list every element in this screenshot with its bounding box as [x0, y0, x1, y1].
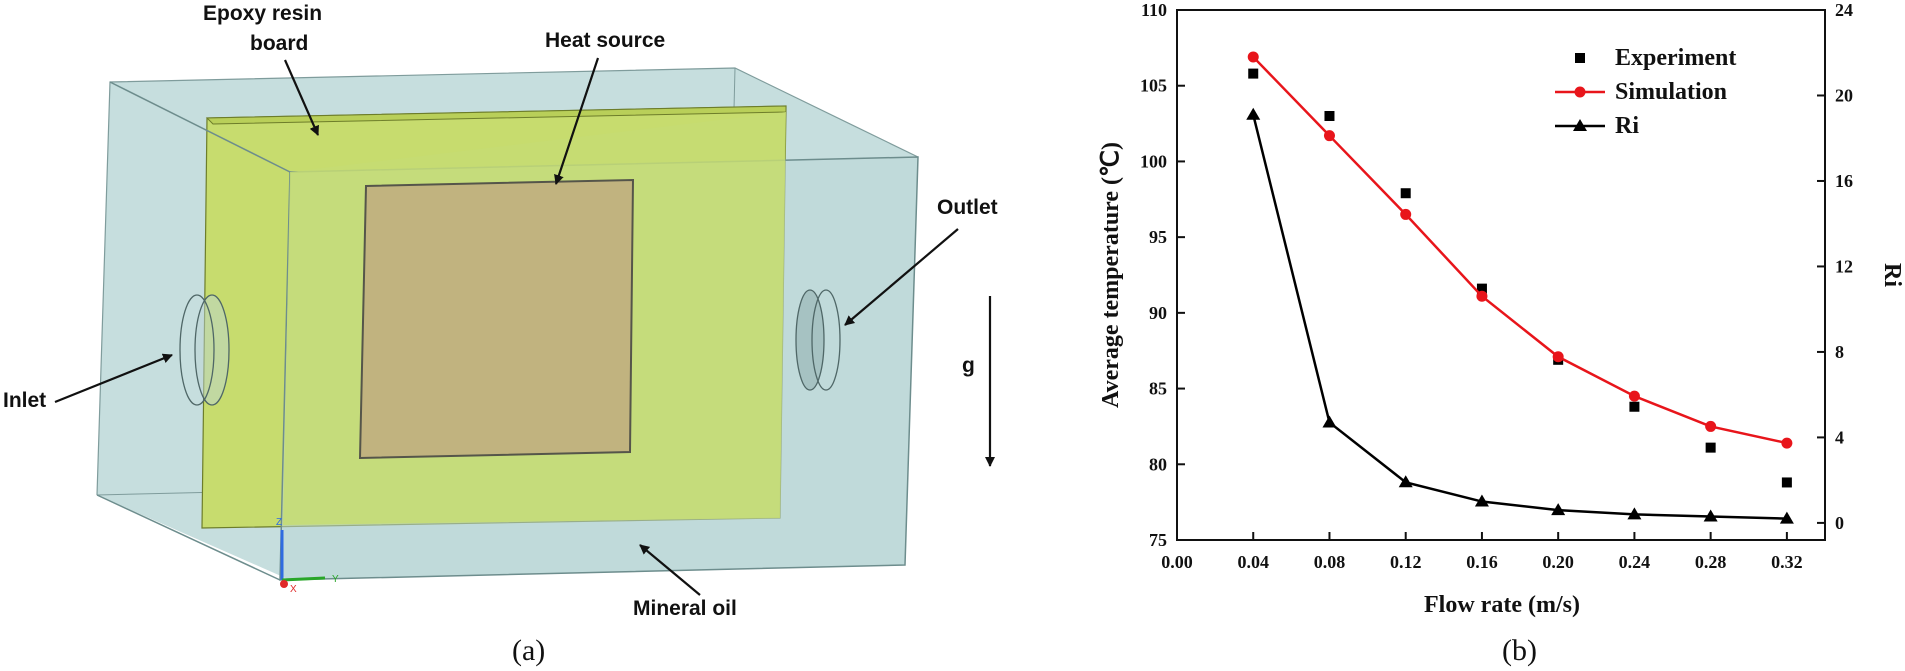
experiment-point [1476, 283, 1487, 294]
x-tick-label: 0.04 [1237, 552, 1269, 572]
enclosure-top-edge [109, 81, 291, 173]
experiment-point [1248, 68, 1259, 79]
simulation-point [1628, 390, 1640, 402]
enclosure-bottom-left-edge [96, 494, 281, 581]
y2-tick-label: 16 [1835, 171, 1853, 191]
arrow-epoxy [283, 59, 320, 136]
y-tick-label: 85 [1149, 379, 1167, 399]
experiment-point [1629, 401, 1640, 412]
ri-line [1252, 114, 1787, 520]
y2-tick-label: 24 [1835, 0, 1853, 20]
legend-ri-label: Ri [1615, 113, 1639, 139]
ri-point [1322, 415, 1337, 428]
x-axis-label: Flow rate (m/s) [1424, 592, 1580, 618]
y-axis-label: Average temperature (℃) [1098, 142, 1124, 408]
caption-b: (b) [1502, 634, 1537, 667]
label-mineral-oil: Mineral oil [633, 597, 737, 620]
y-tick-label: 90 [1149, 303, 1167, 323]
experiment-point [1324, 111, 1335, 121]
y-tick-label: 80 [1149, 454, 1167, 474]
y-tick-label: 75 [1149, 530, 1167, 550]
y-tick-label: 100 [1140, 151, 1167, 171]
arrow-outlet [844, 228, 959, 326]
legend-experiment-label: Experiment [1615, 45, 1736, 71]
outlet-pipe [795, 289, 841, 391]
y2-tick-label: 20 [1835, 85, 1853, 105]
ri-point [1627, 507, 1642, 520]
legend-experiment-marker [1575, 53, 1585, 63]
ri-point [1398, 475, 1413, 488]
x-tick-label: 0.08 [1314, 552, 1346, 572]
simulation-point [1476, 290, 1488, 302]
y2-tick-label: 8 [1835, 342, 1844, 362]
label-epoxy-line2: board [250, 32, 308, 55]
arrow-inlet [54, 353, 173, 404]
label-inlet: Inlet [3, 389, 46, 412]
ri-point [1474, 494, 1489, 507]
x-tick-label: 0.24 [1619, 552, 1651, 572]
panel-a-schematic: Z Y X Epoxy resin board Heat source Outl… [3, 2, 998, 667]
y-tick-label: 110 [1141, 0, 1167, 20]
ri-point [1779, 511, 1794, 524]
ri-point [1246, 107, 1261, 120]
experiment-point [1705, 442, 1716, 453]
heat-source-plate [358, 178, 635, 460]
label-epoxy-line1: Epoxy resin [203, 2, 322, 25]
inlet-pipe [179, 294, 230, 406]
caption-a: (a) [512, 634, 545, 667]
triad-y-label: Y [332, 574, 339, 585]
triad-x-label: X [290, 584, 297, 595]
arrow-mineral-oil [639, 544, 701, 596]
y-tick-label: 95 [1149, 227, 1167, 247]
simulation-line [1252, 56, 1788, 445]
legend-ri-marker [1573, 119, 1587, 131]
ri-point [1703, 509, 1718, 522]
x-tick-label: 0.00 [1161, 552, 1193, 572]
simulation-point [1781, 437, 1793, 449]
experiment-point [1781, 477, 1792, 488]
x-tick-label: 0.28 [1695, 552, 1727, 572]
label-gravity: g [962, 354, 975, 377]
axis-triad: Z Y X [276, 517, 339, 595]
x-tick-label: 0.16 [1466, 552, 1498, 572]
experiment-point [1400, 188, 1411, 199]
y2-tick-label: 0 [1835, 513, 1844, 533]
triad-z-label: Z [276, 517, 282, 528]
chart-series [1246, 51, 1794, 524]
simulation-point [1705, 420, 1717, 432]
simulation-point [1323, 130, 1335, 142]
label-outlet: Outlet [937, 196, 998, 219]
x-tick-label: 0.20 [1542, 552, 1574, 572]
y2-tick-label: 4 [1835, 427, 1844, 447]
x-tick-label: 0.32 [1771, 552, 1803, 572]
y2-axis-label: Ri [1879, 263, 1905, 287]
label-heat-source: Heat source [545, 29, 665, 52]
ri-point [1551, 503, 1566, 516]
simulation-point [1400, 208, 1412, 220]
simulation-point [1552, 351, 1564, 363]
plot-frame [1176, 9, 1826, 541]
legend-simulation-label: Simulation [1615, 79, 1727, 105]
simulation-point [1247, 51, 1259, 63]
y2-tick-label: 12 [1835, 256, 1853, 276]
x-tick-label: 0.12 [1390, 552, 1422, 572]
legend-simulation-marker [1574, 86, 1586, 98]
y-tick-label: 105 [1140, 76, 1167, 96]
enclosure-back-edges [96, 67, 919, 496]
arrow-heat-source [554, 57, 600, 185]
